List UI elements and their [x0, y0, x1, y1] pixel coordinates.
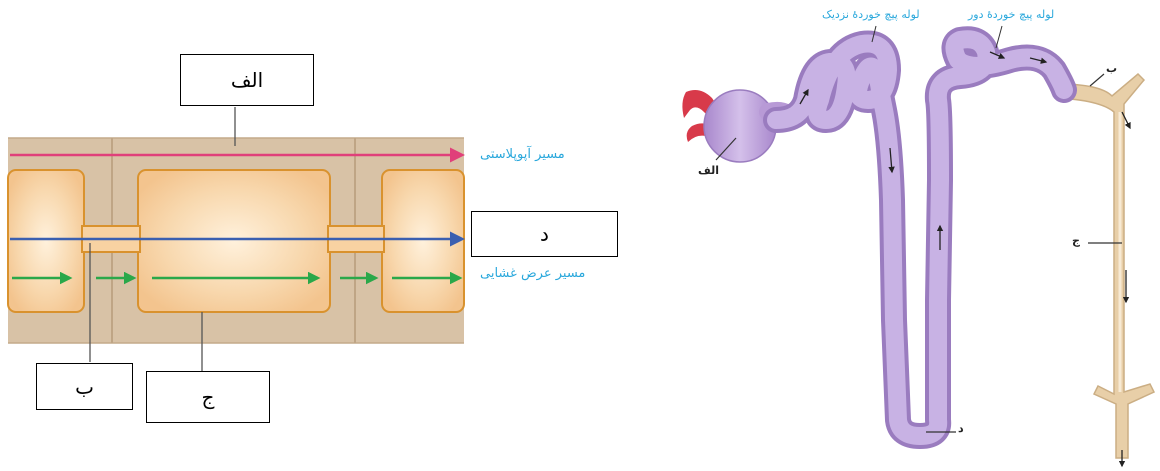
distal-tubule-label: لوله پیچ خوردهٔ دور [968, 8, 1055, 21]
pointer-label-r-dal: د [958, 422, 964, 435]
pointer-line-distal [995, 25, 1003, 49]
pointer-line-r-be [1089, 73, 1105, 87]
pointer-label-r-jim: ج [1072, 234, 1080, 247]
label-box-alef: الف [180, 54, 314, 106]
label-box-be: ب [36, 363, 133, 410]
transmembrane-label: مسیر عرض غشایی [480, 266, 586, 281]
nephron-tubule [763, 26, 1077, 449]
flow-arrows [799, 51, 1131, 468]
pointer-line-proximal [871, 25, 877, 43]
pointer-label-r-be: ب [1106, 62, 1118, 75]
proximal-tubule-label: لوله پیچ خوردهٔ نزدیک [822, 8, 920, 21]
pointer-label-r-alef: الف [698, 164, 720, 177]
label-box-jim: ج [146, 371, 270, 423]
collecting-duct [1055, 72, 1156, 459]
label-box-dal: د [471, 211, 618, 257]
apoplast-label: مسیر آپوپلاستی [480, 147, 565, 162]
cell-layer [7, 137, 465, 344]
pointer-line-r-alef [715, 137, 737, 161]
cell-left [7, 169, 85, 313]
cell-middle [137, 169, 331, 313]
cell-right [381, 169, 465, 313]
